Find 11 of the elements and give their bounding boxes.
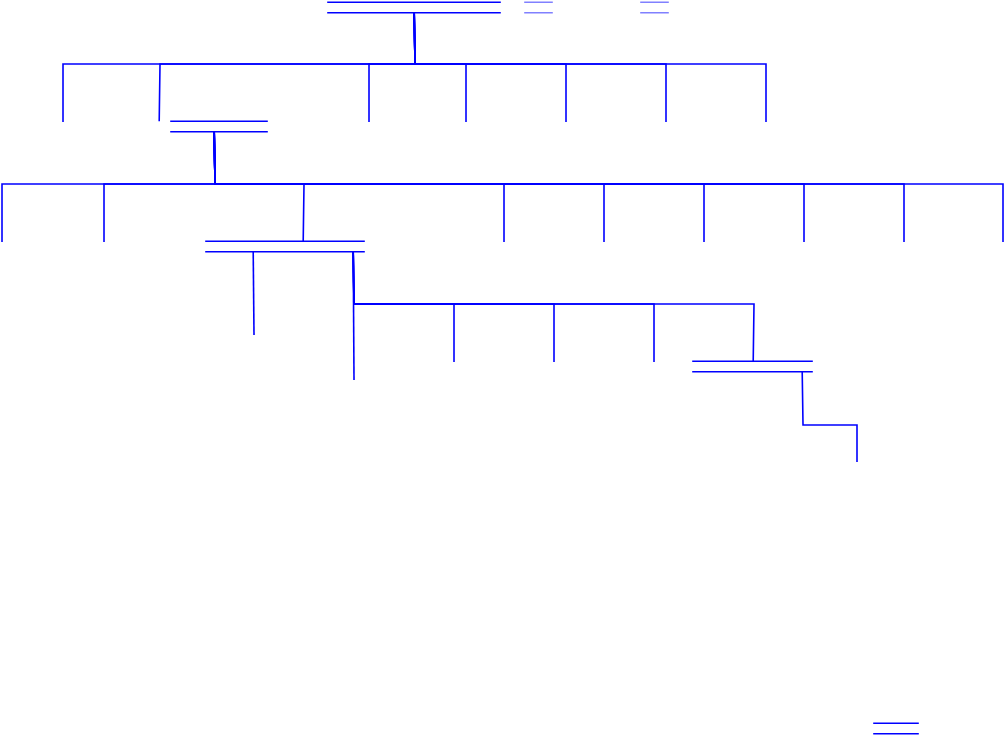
double-line [326, 1, 502, 14]
double-line [523, 1, 554, 14]
connector-line [352, 251, 755, 362]
connector-line [801, 371, 858, 463]
double-line [639, 1, 670, 14]
connector-line [413, 12, 767, 123]
double-line [204, 240, 366, 253]
double-line [169, 120, 269, 133]
double-line [691, 360, 814, 373]
connector-line [252, 251, 255, 336]
double-line [872, 722, 920, 735]
